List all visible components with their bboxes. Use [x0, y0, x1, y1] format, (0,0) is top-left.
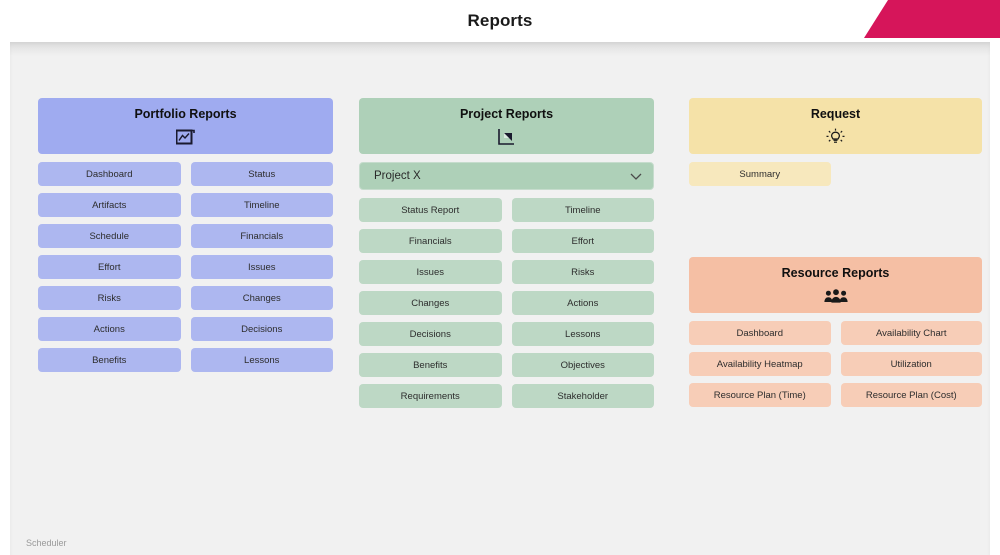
panel-request: Request Summary — [689, 98, 982, 186]
report-button[interactable]: Issues — [359, 260, 502, 284]
report-button[interactable]: Schedule — [38, 224, 181, 248]
report-button[interactable]: Requirements — [359, 384, 502, 408]
report-button[interactable]: Actions — [38, 317, 181, 341]
report-button[interactable]: Summary — [689, 162, 831, 186]
title-bar: Reports — [0, 0, 1000, 42]
project-button-grid: Status Report Timeline Financials Effort… — [359, 198, 654, 408]
report-button[interactable]: Effort — [38, 255, 181, 279]
report-button[interactable]: Dashboard — [38, 162, 181, 186]
report-button[interactable]: Dashboard — [689, 321, 831, 345]
project-selector-value: Project X — [374, 170, 421, 182]
project-title: Project Reports — [459, 107, 554, 121]
report-button[interactable]: Utilization — [840, 352, 982, 376]
report-button[interactable]: Issues — [190, 255, 333, 279]
report-button[interactable]: Changes — [190, 286, 333, 310]
report-button[interactable]: Availability Chart — [840, 321, 982, 345]
chart-image-icon — [38, 126, 333, 148]
project-selector[interactable]: Project X — [359, 162, 654, 190]
report-button[interactable]: Lessons — [511, 322, 654, 346]
report-button[interactable]: Actions — [511, 291, 654, 315]
report-button[interactable]: Stakeholder — [511, 384, 654, 408]
report-button[interactable]: Effort — [511, 229, 654, 253]
portfolio-button-grid: Dashboard Status Artifacts Timeline Sche… — [38, 162, 333, 372]
report-button[interactable]: Changes — [359, 291, 502, 315]
lightbulb-icon — [689, 126, 982, 148]
page-title: Reports — [467, 11, 533, 30]
report-button[interactable]: Benefits — [38, 348, 181, 372]
panel-project-reports: Project Reports Project X — [359, 98, 654, 408]
portfolio-title: Portfolio Reports — [134, 107, 237, 121]
panel-resource-reports: Resource Reports Dashboard Availability … — [689, 257, 982, 407]
content-canvas: Portfolio Reports Dashboard Status Artif… — [10, 42, 990, 555]
report-button[interactable]: Benefits — [359, 353, 502, 377]
report-button[interactable]: Status Report — [359, 198, 502, 222]
chevron-down-icon — [629, 169, 643, 183]
report-button[interactable]: Financials — [190, 224, 333, 248]
panel-portfolio-reports: Portfolio Reports Dashboard Status Artif… — [38, 98, 333, 372]
resource-header: Resource Reports — [689, 257, 982, 313]
report-button[interactable]: Decisions — [359, 322, 502, 346]
accent-corner-banner — [864, 0, 1000, 38]
request-header: Request — [689, 98, 982, 154]
report-button[interactable]: Status — [190, 162, 333, 186]
report-button[interactable]: Artifacts — [38, 193, 181, 217]
report-button[interactable]: Risks — [511, 260, 654, 284]
resource-title: Resource Reports — [781, 266, 890, 280]
resource-button-grid: Dashboard Availability Chart Availabilit… — [689, 321, 982, 407]
portfolio-header: Portfolio Reports — [38, 98, 333, 154]
report-button[interactable]: Availability Heatmap — [689, 352, 831, 376]
request-title: Request — [810, 107, 861, 121]
report-button[interactable]: Timeline — [190, 193, 333, 217]
report-button[interactable]: Financials — [359, 229, 502, 253]
request-button-grid: Summary — [689, 162, 982, 186]
report-button[interactable]: Timeline — [511, 198, 654, 222]
document-folded-corner-icon — [359, 126, 654, 148]
report-button[interactable]: Resource Plan (Time) — [689, 383, 831, 407]
report-button[interactable]: Lessons — [190, 348, 333, 372]
canvas-top-shadow — [10, 42, 990, 56]
report-button[interactable]: Objectives — [511, 353, 654, 377]
people-group-icon — [689, 285, 982, 307]
footer-scheduler-label: Scheduler — [26, 538, 67, 548]
report-button[interactable]: Decisions — [190, 317, 333, 341]
report-button[interactable]: Resource Plan (Cost) — [840, 383, 982, 407]
project-header: Project Reports — [359, 98, 654, 154]
report-button[interactable]: Risks — [38, 286, 181, 310]
